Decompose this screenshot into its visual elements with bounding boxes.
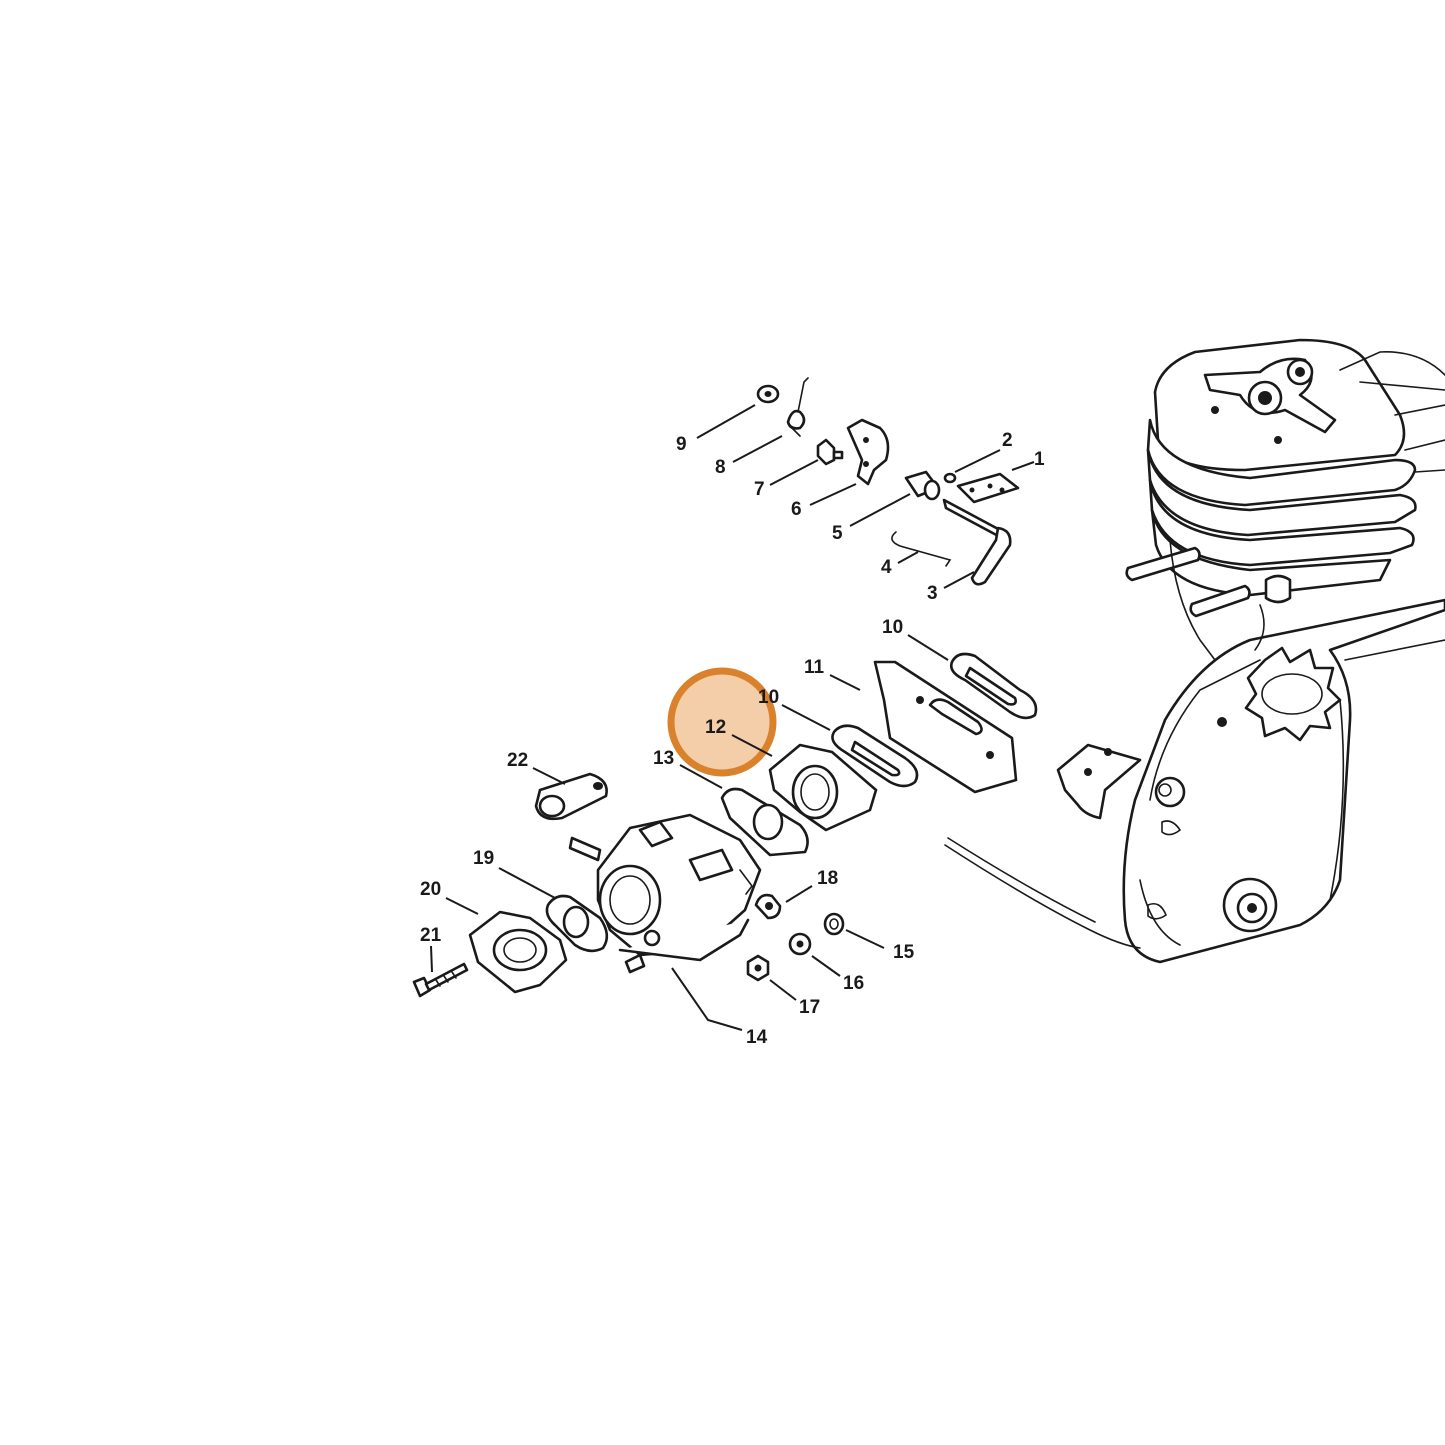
callout-15[interactable]: 15 (893, 942, 915, 963)
highlight-marker[interactable] (667, 667, 777, 777)
callout-6[interactable]: 6 (791, 499, 802, 520)
part-11-shield (873, 660, 1018, 794)
callout-9[interactable]: 9 (676, 434, 687, 455)
part-5-bushing (904, 470, 941, 501)
callout-4[interactable]: 4 (881, 557, 892, 578)
part-16-washer (788, 932, 812, 956)
part-1-plate (956, 472, 1020, 504)
callout-10-lower[interactable]: 10 (758, 687, 779, 708)
part-19-gasket (545, 894, 609, 953)
part-3-shaft (942, 498, 1012, 586)
callout-19[interactable]: 19 (473, 848, 494, 869)
callout-22[interactable]: 22 (507, 750, 528, 771)
callout-18[interactable]: 18 (817, 868, 838, 889)
part-14-carburetor (568, 813, 762, 974)
part-2-screw (943, 472, 957, 484)
part-9-washer (756, 384, 780, 404)
callout-8[interactable]: 8 (715, 457, 726, 478)
cylinder (1125, 338, 1445, 661)
part-20-intake (468, 910, 568, 994)
callout-7[interactable]: 7 (754, 479, 765, 500)
callout-20[interactable]: 20 (420, 879, 441, 900)
callout-10-upper[interactable]: 10 (882, 617, 903, 638)
part-10-gasket-upper (950, 652, 1038, 720)
part-10-gasket-lower (831, 724, 919, 788)
part-21-bolt (412, 962, 469, 998)
callout-2[interactable]: 2 (1002, 430, 1013, 451)
part-6-lever (846, 418, 890, 486)
callout-3[interactable]: 3 (927, 583, 938, 604)
bracket (1056, 743, 1142, 820)
callout-5[interactable]: 5 (832, 523, 843, 544)
engine-housing (944, 598, 1445, 964)
part-22-linkage (534, 772, 608, 821)
part-4-clip (891, 531, 952, 567)
callout-labels: 9 8 7 6 5 4 3 2 1 10 11 10 12 13 22 19 2… (420, 430, 1045, 1048)
callout-16[interactable]: 16 (843, 973, 864, 994)
callout-21[interactable]: 21 (420, 925, 442, 946)
part-17-nut (746, 954, 770, 982)
part-12-flange (768, 743, 878, 832)
callout-17[interactable]: 17 (799, 997, 820, 1018)
callout-13[interactable]: 13 (653, 748, 674, 769)
callout-1[interactable]: 1 (1034, 449, 1045, 470)
part-8-spring (786, 377, 809, 437)
callout-12[interactable]: 12 (705, 717, 726, 738)
part-7-screw (816, 438, 844, 466)
part-18-grommet (754, 893, 782, 920)
part-15-spacer (823, 912, 845, 936)
callout-11[interactable]: 11 (804, 657, 825, 678)
part-13-gasket (720, 787, 809, 857)
callout-14[interactable]: 14 (746, 1027, 768, 1048)
leader-lines (430, 404, 1035, 1031)
